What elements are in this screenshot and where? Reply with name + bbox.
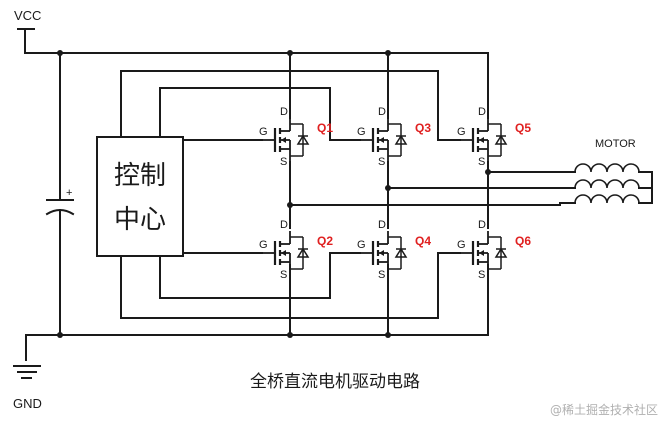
drain-label: D <box>378 219 386 231</box>
source-label: S <box>478 156 485 168</box>
gnd-label: GND <box>13 396 42 411</box>
gate-wire-q6 <box>120 252 461 319</box>
vcc-label: VCC <box>14 8 41 23</box>
source-label: S <box>478 269 485 281</box>
bulk-capacitor <box>45 52 75 336</box>
source-label: S <box>280 269 287 281</box>
transistor-label-q6: Q6 <box>515 234 531 248</box>
gate-wire-q5 <box>120 70 461 141</box>
vcc-terminal <box>17 28 61 54</box>
junction-dot <box>385 332 391 338</box>
transistor-label-q5: Q5 <box>515 121 531 135</box>
transistor-label-q1: Q1 <box>317 121 333 135</box>
drain-label: D <box>478 106 486 118</box>
drain-label: D <box>280 106 288 118</box>
mosfet-q1: DG S Q1 <box>259 106 333 168</box>
gate-wire-q4 <box>159 252 361 299</box>
transistor-label-q3: Q3 <box>415 121 431 135</box>
junction-dot <box>287 202 293 208</box>
watermark: @稀土掘金技术社区 <box>550 402 658 417</box>
control-center-box <box>96 136 184 257</box>
mosfet-q3: DG S Q3 <box>357 106 431 168</box>
motor-label: MOTOR <box>595 138 636 150</box>
gate-label: G <box>457 126 466 138</box>
capacitor-plus-sign: + <box>66 187 72 199</box>
source-label: S <box>378 269 385 281</box>
mosfet-q6: DG S Q6 <box>457 219 531 281</box>
motor-windings <box>574 163 653 204</box>
drain-label: D <box>280 219 288 231</box>
gate-wire-q3 <box>159 87 361 141</box>
gate-label: G <box>357 239 366 251</box>
diagram-caption: 全桥直流电机驱动电路 <box>250 372 420 392</box>
junction-dot <box>287 332 293 338</box>
control-center-label-line1: 控制 <box>114 161 166 191</box>
junction-dot <box>385 185 391 191</box>
vcc-rail <box>59 52 489 119</box>
phase-wire-a <box>289 202 576 206</box>
gate-label: G <box>259 239 268 251</box>
ground-symbol <box>13 365 41 379</box>
gate-label: G <box>457 239 466 251</box>
drain-label: D <box>378 106 386 118</box>
junction-dot <box>287 50 293 56</box>
mosfet-q2: DG S Q2 <box>259 219 333 281</box>
gate-label: G <box>259 126 268 138</box>
transistor-label-q2: Q2 <box>317 234 333 248</box>
control-center-label-line2: 中心 <box>114 205 166 235</box>
source-label: S <box>280 156 287 168</box>
drain-label: D <box>478 219 486 231</box>
transistor-label-q4: Q4 <box>415 234 431 248</box>
gate-label: G <box>357 126 366 138</box>
gnd-rail <box>25 264 489 361</box>
junction-dot <box>57 332 63 338</box>
source-label: S <box>378 156 385 168</box>
mosfet-q4: DG S Q4 <box>357 219 431 281</box>
junction-dot <box>485 169 491 175</box>
mosfet-q5: DG S Q5 <box>457 106 531 168</box>
junction-dot <box>385 50 391 56</box>
